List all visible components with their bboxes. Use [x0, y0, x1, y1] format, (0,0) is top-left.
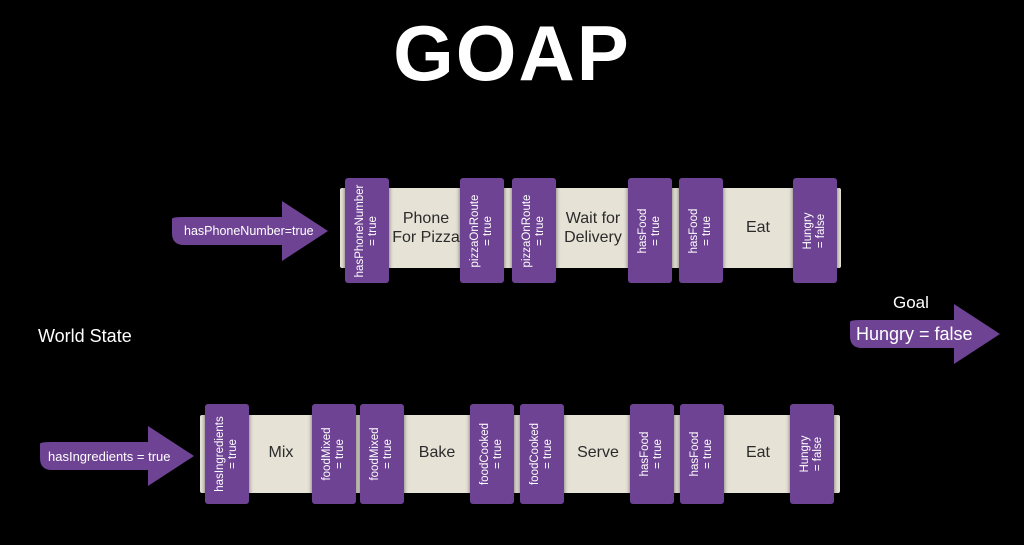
goal-label: Goal [893, 293, 929, 312]
world-state-label: World State [38, 326, 132, 346]
pre-condition-tab: hasFood= true [680, 404, 724, 504]
post-condition-tab: hasFood= true [628, 178, 672, 283]
start-arrow-top: hasPhoneNumber=true [170, 199, 330, 263]
pre-condition-line: = true [701, 215, 713, 246]
pre-condition-line: = true [702, 439, 714, 469]
post-condition-line: foodCooked [478, 422, 491, 486]
plan-top-bar [340, 188, 841, 268]
post-condition-line: = true [492, 439, 504, 469]
arrow-shape [172, 201, 328, 261]
post-condition-line: Hungry [801, 211, 814, 250]
start-state-top: hasPhoneNumber=true [184, 224, 314, 238]
pre-condition-line: = true [542, 439, 554, 469]
action-label-line: Phone [402, 209, 450, 227]
post-condition-line: = true [334, 439, 346, 469]
action-label-line: Delivery [564, 229, 622, 246]
pre-condition-line: hasFood [688, 431, 701, 477]
pre-condition-line: foodMixed [368, 427, 381, 481]
post-condition-tab: Hungry= false [790, 404, 834, 504]
action-label-line: Eat [745, 219, 770, 237]
post-condition-line: foodMixed [320, 427, 333, 481]
start-state-bottom: hasIngredients = true [48, 448, 171, 464]
pre-condition-line: hasIngredients [213, 416, 226, 492]
post-condition-line: = false [812, 436, 824, 472]
pre-condition-line: hasFood [687, 208, 700, 253]
pre-condition-tab: pizzaOnRoute= true [512, 178, 556, 283]
post-condition-line: hasFood [636, 208, 649, 253]
post-condition-tab: Hungry= false [793, 178, 837, 283]
post-condition-tab: pizzaOnRoute= true [460, 178, 504, 283]
arrow-shape [850, 304, 1000, 364]
post-condition-line: hasFood [638, 431, 651, 477]
pre-condition-line: = true [534, 215, 546, 246]
pre-condition-tab: foodMixed= true [360, 404, 404, 504]
action-label-line: For Pizza [392, 229, 460, 246]
post-condition-tab: foodMixed= true [312, 404, 356, 504]
goal-arrow: Hungry = false [848, 302, 1002, 366]
action-label: Serve [566, 416, 630, 490]
post-condition-line: = true [652, 439, 664, 469]
pre-condition-tab: hasFood= true [679, 178, 723, 283]
pre-condition-line: = true [367, 215, 379, 246]
pre-condition-line: = true [227, 439, 239, 469]
action-label-line: Mix [268, 444, 294, 462]
pre-condition-line: hasPhoneNumber [353, 184, 366, 277]
pre-condition-line: foodCooked [528, 422, 541, 486]
post-condition-line: = false [815, 213, 827, 248]
action-label-line: Bake [418, 444, 456, 462]
goal-value: Hungry = false [856, 323, 973, 344]
pre-condition-tab: foodCooked= true [520, 404, 564, 504]
post-condition-line: Hungry [798, 435, 811, 473]
action-label: Bake [405, 416, 469, 490]
post-condition-line: pizzaOnRoute [468, 194, 481, 267]
pre-condition-line: pizzaOnRoute [520, 194, 533, 267]
post-condition-tab: foodCooked= true [470, 404, 514, 504]
arrow-shape [40, 426, 194, 486]
action-label-line: Serve [577, 444, 619, 462]
pre-condition-line: = true [382, 439, 394, 469]
action-label: Eat [723, 190, 793, 266]
action-label-line: Eat [745, 444, 770, 462]
pre-condition-tab: hasPhoneNumber= true [345, 178, 389, 283]
action-label: Eat [726, 416, 790, 490]
post-condition-line: = true [482, 215, 494, 246]
post-condition-line: = true [650, 215, 662, 246]
start-arrow-bottom: hasIngredients = true [38, 424, 196, 488]
pre-condition-tab: hasIngredients= true [205, 404, 249, 504]
action-label-line: Wait for [565, 209, 621, 227]
action-label: Mix [250, 416, 312, 490]
page-title: GOAP [393, 9, 631, 97]
post-condition-tab: hasFood= true [630, 404, 674, 504]
